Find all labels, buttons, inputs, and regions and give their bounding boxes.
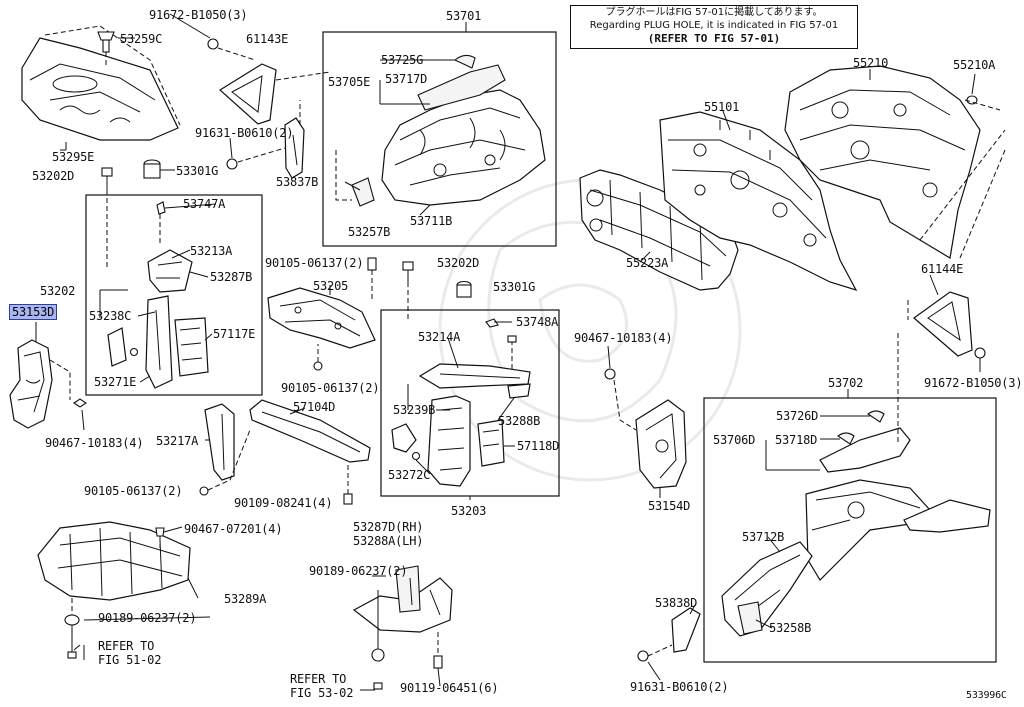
part-label-90189-06237-b[interactable]: 90189-06237(2) xyxy=(98,611,197,625)
part-label-53701[interactable]: 53701 xyxy=(446,9,482,23)
part-label-57118d[interactable]: 57118D xyxy=(517,439,560,453)
part-label-57104d[interactable]: 57104D xyxy=(293,400,336,414)
part-label-91631-b0610-top[interactable]: 91631-B0610(2) xyxy=(195,126,294,140)
part-label-90467-07201[interactable]: 90467-07201(4) xyxy=(184,522,283,536)
refer-label-line2-5102[interactable]: FIG 51-02 xyxy=(98,653,162,667)
part-label-53288a-lh[interactable]: 53288A(LH) xyxy=(353,534,424,548)
part-label-61143e[interactable]: 61143E xyxy=(246,32,289,46)
part-53287D-drawing xyxy=(352,565,453,690)
part-label-91672-b1050-top[interactable]: 91672-B1050(3) xyxy=(149,8,248,22)
part-label-53153d-highlighted[interactable]: 53153D xyxy=(9,304,58,320)
group-box-53202 xyxy=(85,194,263,396)
part-55101-drawing xyxy=(659,111,858,292)
part-label-53747a[interactable]: 53747A xyxy=(183,197,226,211)
part-53202-group-drawing xyxy=(99,159,209,389)
part-label-55223a[interactable]: 55223A xyxy=(626,256,669,270)
part-label-53301g-top[interactable]: 53301G xyxy=(176,164,219,178)
part-label-53154d[interactable]: 53154D xyxy=(648,499,691,513)
part-label-53838d[interactable]: 53838D xyxy=(655,596,698,610)
part-53153D-drawing xyxy=(9,322,87,431)
part-label-53205[interactable]: 53205 xyxy=(313,279,349,293)
refer-label-line1-5302[interactable]: REFER TO xyxy=(290,672,347,686)
part-label-53287b[interactable]: 53287B xyxy=(210,270,253,284)
part-label-53217a[interactable]: 53217A xyxy=(156,434,199,448)
part-label-53711b[interactable]: 53711B xyxy=(410,214,453,228)
part-label-53837b[interactable]: 53837B xyxy=(276,175,319,189)
part-53289A-drawing xyxy=(37,521,191,659)
part-57104D-drawing xyxy=(199,399,371,505)
part-53205-drawing xyxy=(267,257,377,371)
part-label-53259c[interactable]: 53259C xyxy=(120,32,163,46)
part-label-53258b[interactable]: 53258B xyxy=(769,621,812,635)
part-55223A-drawing xyxy=(579,169,739,291)
part-label-53706d[interactable]: 53706D xyxy=(713,433,756,447)
notice-refer-link[interactable]: (REFER TO FIG 57-01) xyxy=(647,32,781,45)
part-label-91631-b0610-bottom[interactable]: 91631-B0610(2) xyxy=(630,680,729,694)
part-label-53239b[interactable]: 53239B xyxy=(393,403,436,417)
part-label-90189-06237-a[interactable]: 90189-06237(2) xyxy=(309,564,408,578)
part-55210-drawing xyxy=(784,65,1006,259)
clip-53259C-drawing xyxy=(97,31,135,68)
group-box-53702 xyxy=(703,397,997,663)
part-label-53725g[interactable]: 53725G xyxy=(381,53,424,67)
part-label-53287d-rh[interactable]: 53287D(RH) xyxy=(353,520,424,534)
part-label-90105-06137-b[interactable]: 90105-06137(2) xyxy=(281,381,380,395)
part-label-53702[interactable]: 53702 xyxy=(828,376,864,390)
part-53701-drawing xyxy=(335,54,546,207)
part-label-53214a[interactable]: 53214A xyxy=(418,330,461,344)
part-label-53257b[interactable]: 53257B xyxy=(348,225,391,239)
part-53154D-drawing xyxy=(604,368,687,498)
part-61144E-drawing xyxy=(907,291,986,359)
part-label-61144e[interactable]: 61144E xyxy=(921,262,964,276)
part-label-53202d-mid[interactable]: 53202D xyxy=(437,256,480,270)
part-53838D-drawing xyxy=(637,607,701,662)
part-label-90109-08241[interactable]: 90109-08241(4) xyxy=(234,496,333,510)
part-53702-drawing xyxy=(721,330,991,637)
part-61143E-drawing xyxy=(207,38,331,125)
part-label-53288b[interactable]: 53288B xyxy=(498,414,541,428)
diagram-id: 533996C xyxy=(966,690,1007,701)
part-label-53202[interactable]: 53202 xyxy=(40,284,76,298)
part-label-90105-06137-c[interactable]: 90105-06137(2) xyxy=(84,484,183,498)
part-label-53712b[interactable]: 53712B xyxy=(742,530,785,544)
part-label-90467-10183-left[interactable]: 90467-10183(4) xyxy=(45,436,144,450)
refer-label-line2-5302[interactable]: FIG 53-02 xyxy=(290,686,354,700)
part-label-53272c[interactable]: 53272C xyxy=(388,468,431,482)
notice-box: プラグホールはFIG 57-01に掲載してあります。 Regarding PLU… xyxy=(570,5,858,49)
part-label-53301g-mid[interactable]: 53301G xyxy=(493,280,536,294)
part-label-53213a[interactable]: 53213A xyxy=(190,244,233,258)
part-label-53238c[interactable]: 53238C xyxy=(89,309,132,323)
part-label-55210[interactable]: 55210 xyxy=(853,56,889,70)
part-label-57117e[interactable]: 57117E xyxy=(213,327,256,341)
part-53295E-drawing xyxy=(21,25,181,150)
part-53203-group-drawing xyxy=(391,261,531,487)
part-label-53271e[interactable]: 53271E xyxy=(94,375,137,389)
part-label-55210a[interactable]: 55210A xyxy=(953,58,996,72)
refer-label-line1-5102[interactable]: REFER TO xyxy=(98,639,155,653)
notice-line-jp: プラグホールはFIG 57-01に掲載してあります。 xyxy=(605,7,823,18)
part-label-90467-10183-right[interactable]: 90467-10183(4) xyxy=(574,331,673,345)
part-label-53295e[interactable]: 53295E xyxy=(52,150,95,164)
part-label-55101[interactable]: 55101 xyxy=(704,100,740,114)
part-label-53748a[interactable]: 53748A xyxy=(516,315,559,329)
part-label-53718d[interactable]: 53718D xyxy=(775,433,818,447)
part-label-53705e[interactable]: 53705E xyxy=(328,75,371,89)
part-label-53717d[interactable]: 53717D xyxy=(385,72,428,86)
part-label-90119-06451[interactable]: 90119-06451(6) xyxy=(400,681,499,695)
part-label-53202d-left[interactable]: 53202D xyxy=(32,169,75,183)
part-label-53203[interactable]: 53203 xyxy=(451,504,487,518)
notice-line-en: Regarding PLUG HOLE, it is indicated in … xyxy=(589,20,839,31)
part-label-53289a[interactable]: 53289A xyxy=(224,592,267,606)
leader-lines xyxy=(60,13,981,691)
part-53837B-drawing xyxy=(226,100,305,179)
group-box-53701 xyxy=(322,31,557,247)
part-label-53726d[interactable]: 53726D xyxy=(776,409,819,423)
part-label-91672-b1050-right[interactable]: 91672-B1050(3) xyxy=(924,376,1023,390)
part-label-90105-06137-a[interactable]: 90105-06137(2) xyxy=(265,256,364,270)
